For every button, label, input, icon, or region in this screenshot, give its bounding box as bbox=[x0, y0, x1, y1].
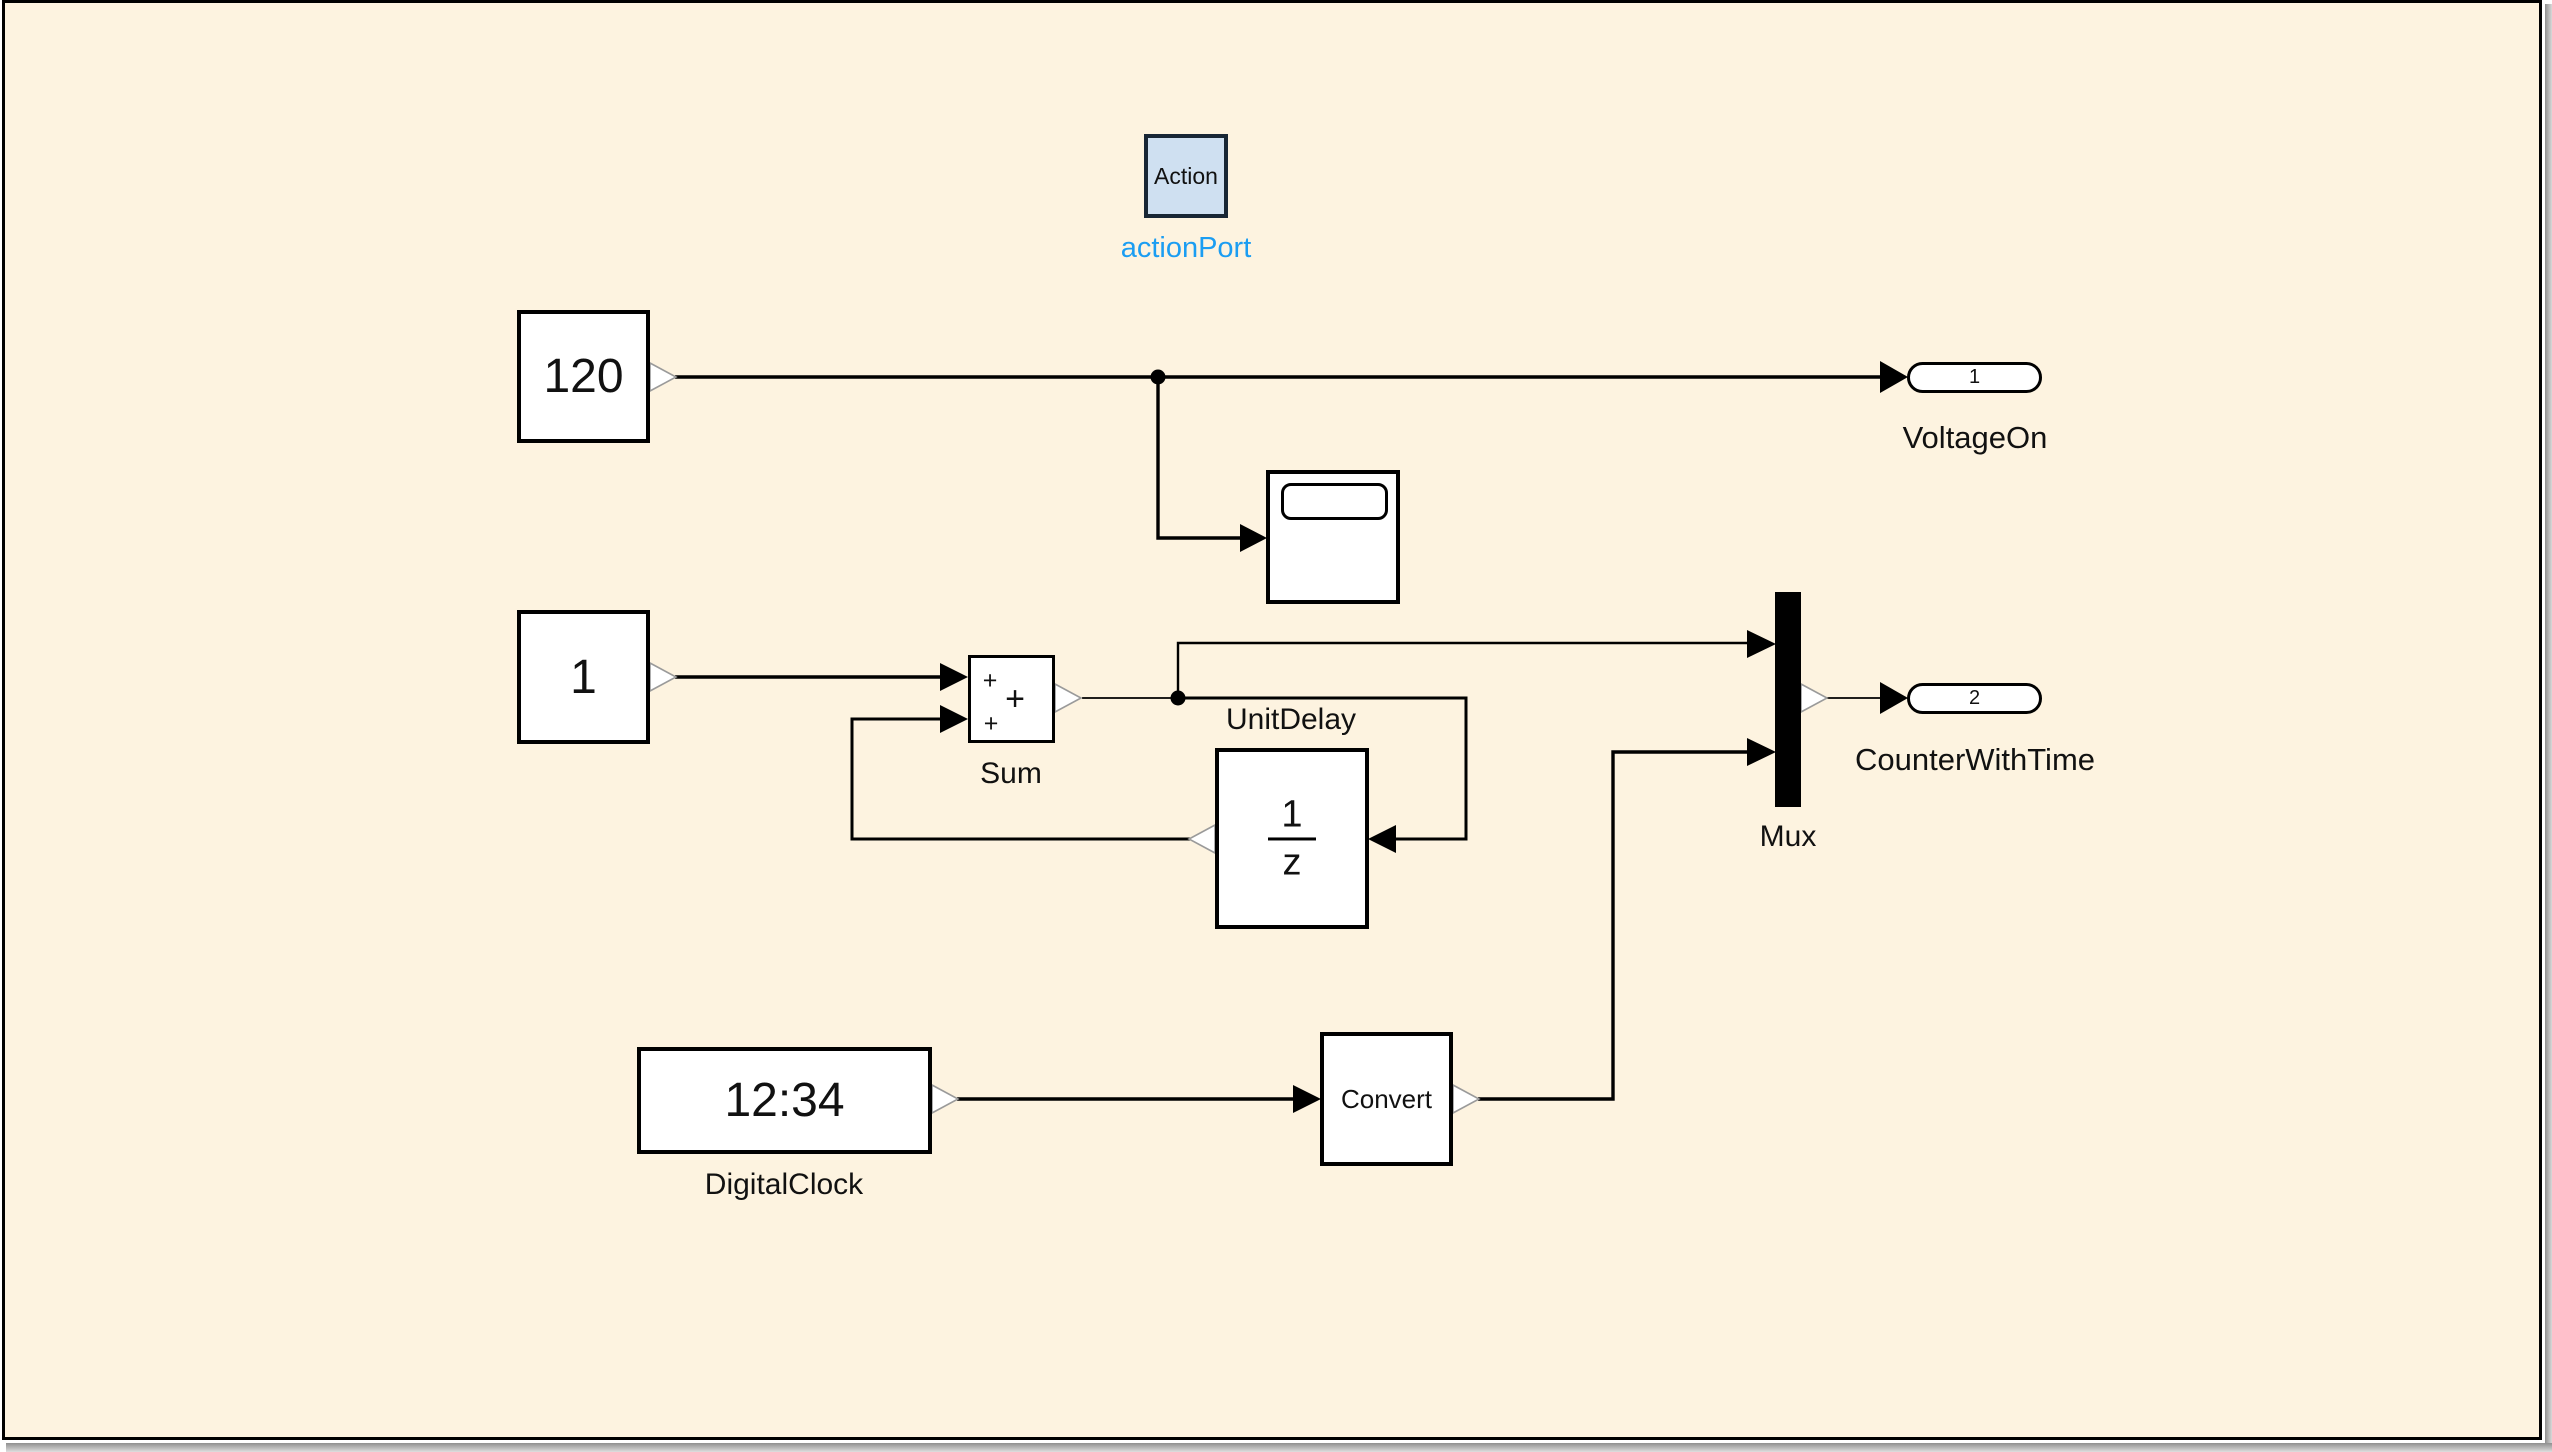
unit-delay-fraction: 1 z bbox=[1268, 792, 1316, 883]
digital-clock-label[interactable]: DigitalClock bbox=[704, 1168, 864, 1201]
if-action-block[interactable]: Action bbox=[1144, 134, 1228, 218]
output-port-mux[interactable] bbox=[1800, 682, 1829, 714]
convert-block[interactable]: Convert bbox=[1320, 1032, 1453, 1166]
arrowhead-into-convert bbox=[1293, 1085, 1321, 1113]
fraction-bar bbox=[1268, 837, 1316, 840]
junction-dot-sum-output bbox=[1170, 690, 1186, 706]
window-edge-shadow-bottom bbox=[6, 1443, 2552, 1452]
mux-label[interactable]: Mux bbox=[1759, 820, 1817, 853]
sum-plus-top: + bbox=[982, 666, 998, 695]
digital-clock-value: 12:34 bbox=[724, 1074, 845, 1127]
arrowhead-into-unitdelay bbox=[1368, 825, 1396, 853]
sum-label[interactable]: Sum bbox=[980, 757, 1042, 790]
if-action-block-text: Action bbox=[1154, 162, 1218, 189]
constant-block-120[interactable]: 120 bbox=[517, 310, 650, 443]
unit-delay-label[interactable]: UnitDelay bbox=[1225, 703, 1357, 736]
arrowhead-into-display bbox=[1240, 524, 1267, 552]
wire-branch-to-display[interactable] bbox=[1156, 377, 1242, 540]
output-port-sum[interactable] bbox=[1054, 682, 1083, 714]
mux-block[interactable] bbox=[1775, 592, 1801, 807]
sum-plus-bottom: + bbox=[983, 709, 999, 738]
arrowhead-into-mux-input1 bbox=[1747, 630, 1776, 658]
wire-sum-to-unitdelay[interactable] bbox=[1178, 696, 1468, 841]
unit-delay-block[interactable]: 1 z bbox=[1215, 748, 1369, 929]
outport-1-label[interactable]: VoltageOn bbox=[1902, 420, 2048, 455]
outport-2-label[interactable]: CounterWithTime bbox=[1854, 742, 2096, 777]
arrowhead-into-sum-input1 bbox=[940, 663, 968, 691]
wire-convert-to-mux-input2[interactable] bbox=[1478, 750, 1748, 1101]
output-port-unitdelay[interactable] bbox=[1187, 823, 1216, 855]
convert-block-text: Convert bbox=[1340, 1083, 1433, 1114]
display-block[interactable] bbox=[1266, 470, 1400, 604]
output-port-constant-step[interactable] bbox=[649, 661, 678, 693]
outport-1[interactable]: 1 bbox=[1907, 362, 2042, 393]
constant-120-value: 120 bbox=[543, 350, 624, 403]
unit-delay-numerator: 1 bbox=[1281, 792, 1303, 835]
constant-block-1[interactable]: 1 bbox=[517, 610, 650, 744]
display-screen bbox=[1281, 483, 1388, 520]
junction-dot-voltage-line bbox=[1150, 369, 1166, 385]
constant-1-value: 1 bbox=[570, 650, 597, 704]
wire-unitdelay-feedback-to-sum[interactable] bbox=[850, 717, 1191, 841]
sum-block[interactable]: + + + bbox=[968, 655, 1055, 743]
wire-branch-to-mux-input1[interactable] bbox=[1176, 641, 1748, 698]
outport-2[interactable]: 2 bbox=[1907, 683, 2042, 714]
digital-clock-block[interactable]: 12:34 bbox=[637, 1047, 932, 1154]
outport-1-number: 1 bbox=[1968, 366, 1981, 388]
output-port-constant-voltage[interactable] bbox=[649, 361, 678, 393]
output-port-digital-clock[interactable] bbox=[931, 1083, 960, 1115]
arrowhead-into-outport1 bbox=[1880, 361, 1908, 393]
arrowhead-into-mux-input2 bbox=[1747, 738, 1776, 766]
outport-2-number: 2 bbox=[1968, 687, 1981, 709]
unit-delay-denominator: z bbox=[1282, 841, 1302, 883]
arrowhead-into-sum-input2 bbox=[940, 705, 968, 733]
sum-plus-center: + bbox=[1005, 679, 1025, 718]
output-port-convert[interactable] bbox=[1452, 1083, 1481, 1115]
action-port-label[interactable]: actionPort bbox=[1120, 232, 1252, 264]
arrowhead-into-outport2 bbox=[1880, 682, 1908, 714]
window-edge-shadow-right bbox=[2545, 4, 2552, 1452]
